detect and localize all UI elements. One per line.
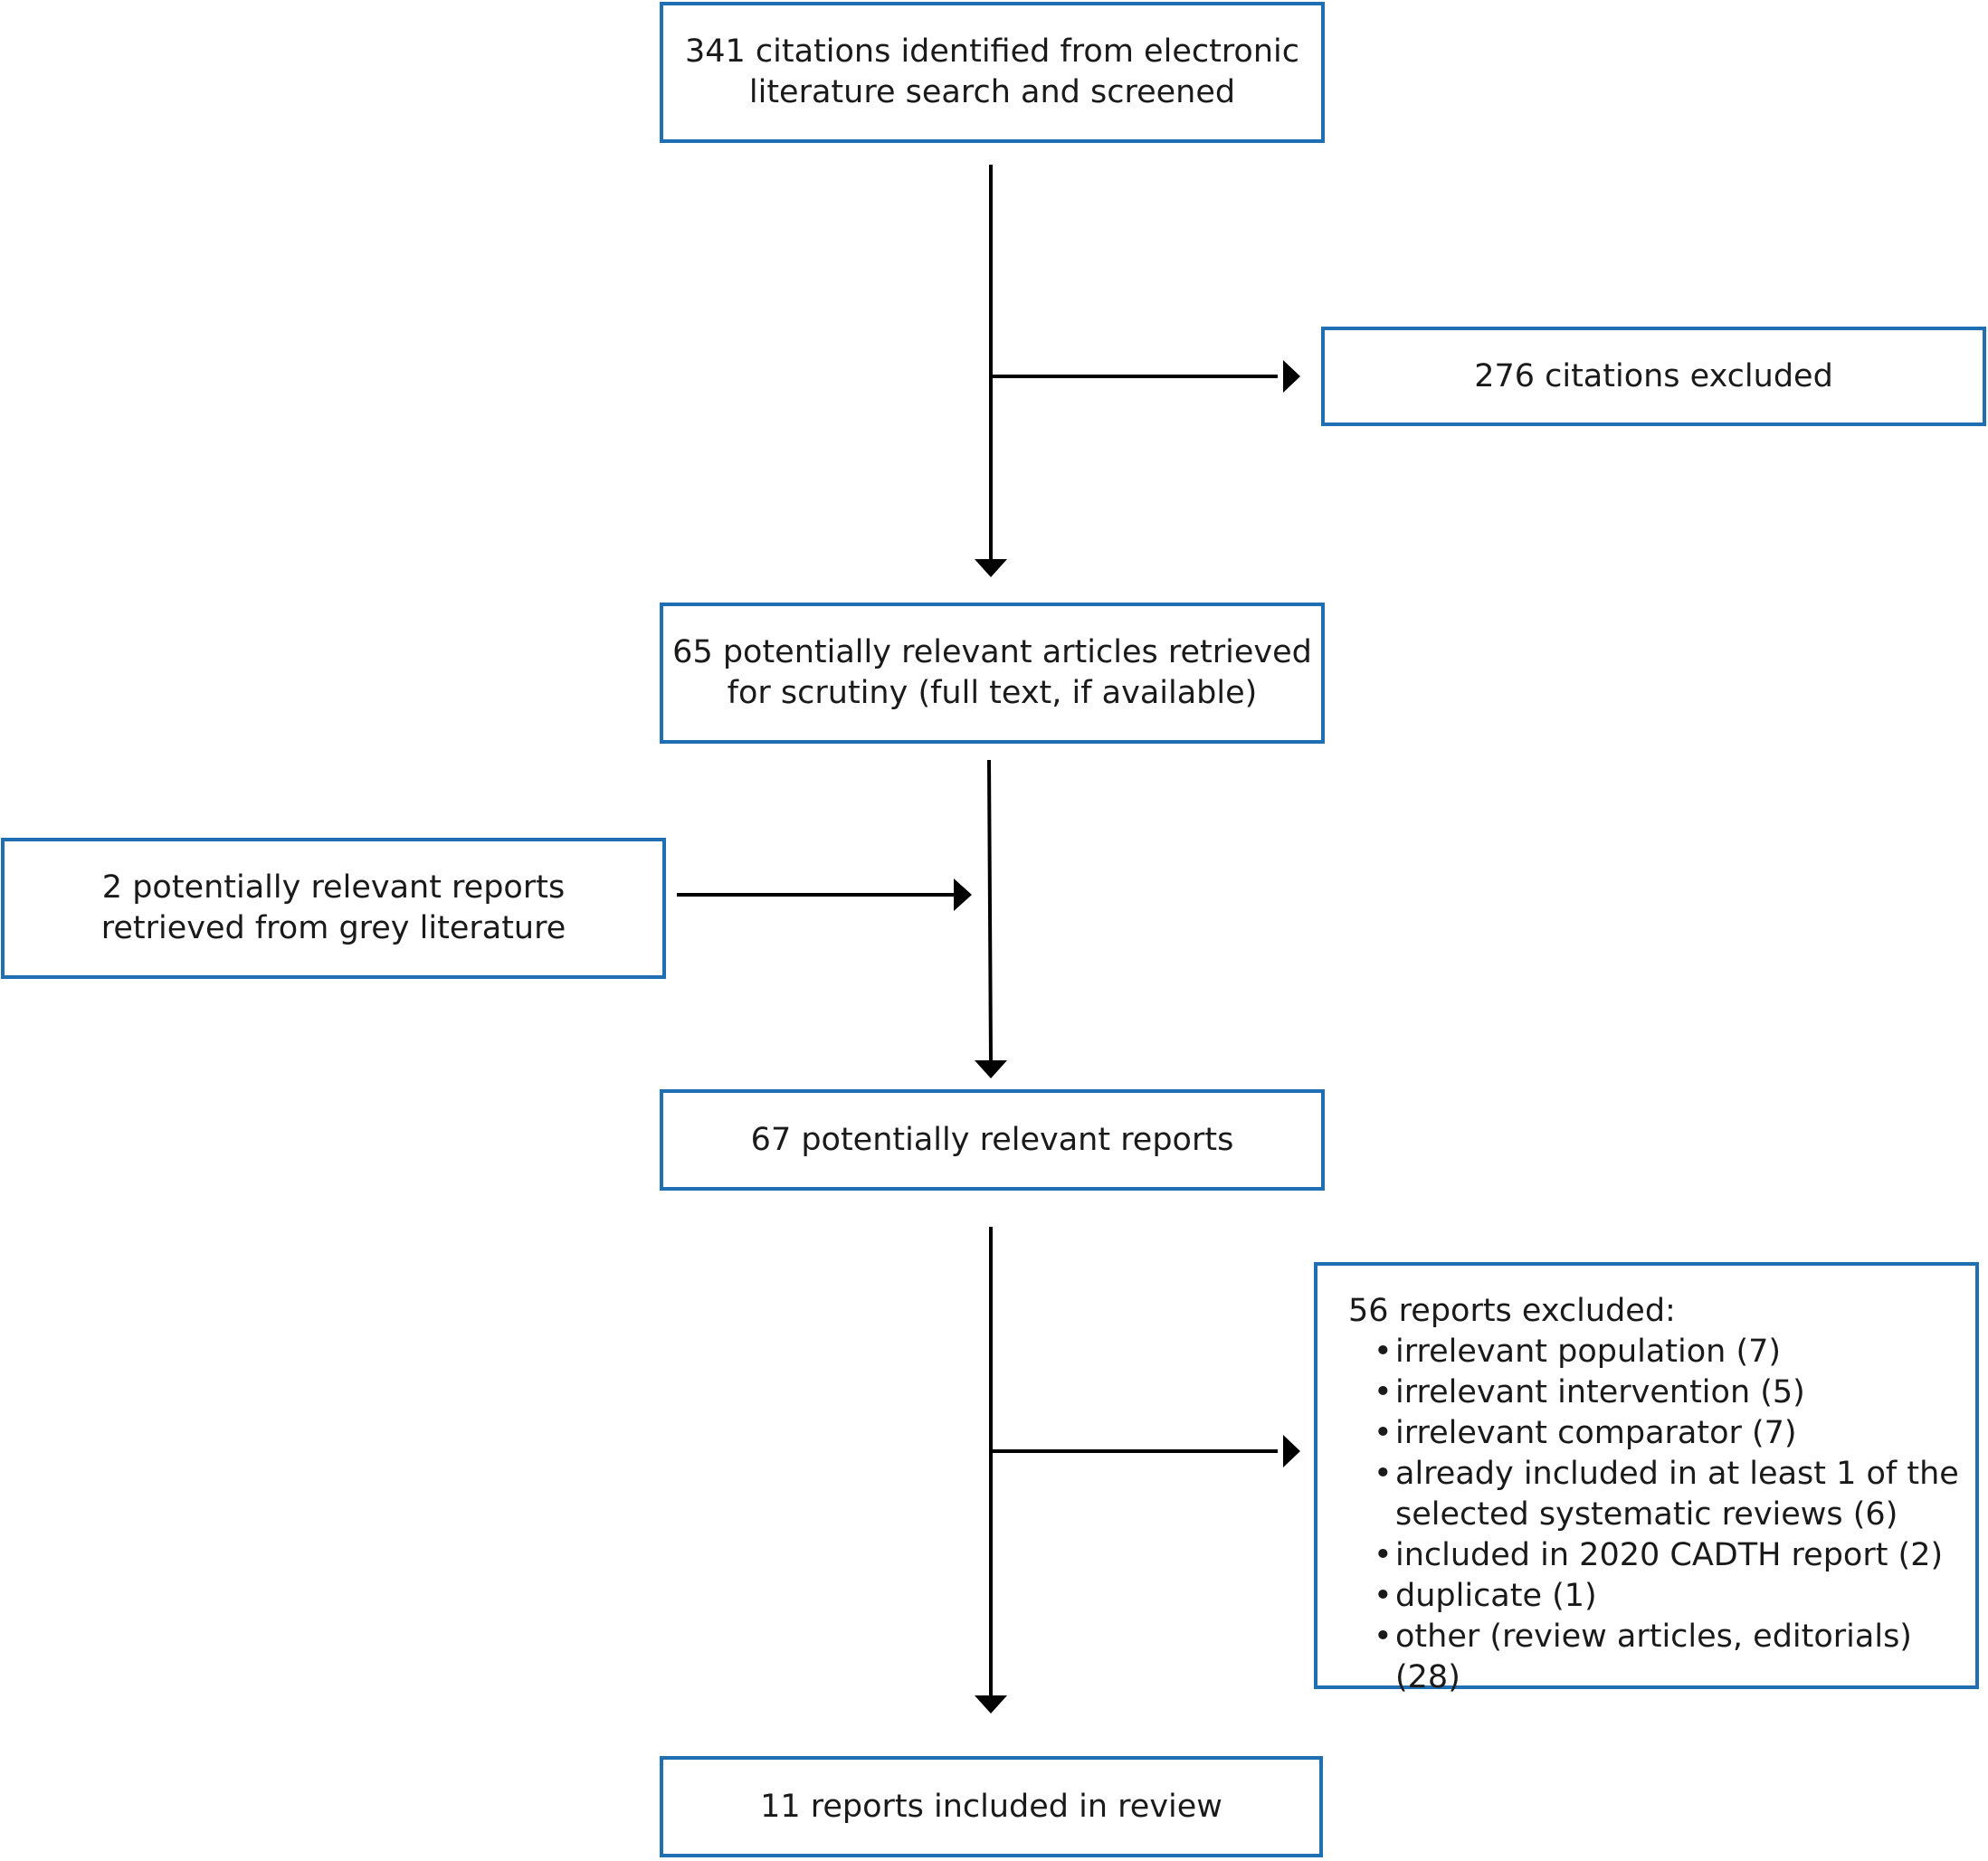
exclusion-reason-text: irrelevant comparator (7) — [1395, 1415, 1797, 1451]
reports-excluded-title: 56 reports excluded: — [1348, 1293, 1676, 1329]
arrowhead-to-citations-excluded — [1283, 360, 1300, 393]
exclusion-reason-text: duplicate (1) — [1395, 1578, 1597, 1614]
reports-included-text: 11 reports included in review — [760, 1788, 1222, 1825]
bullet-icon: • — [1374, 1578, 1393, 1614]
arrowhead-to-retrieved — [975, 559, 1007, 577]
exclusion-reason-text: other (review articles, editorials) (28) — [1395, 1619, 1912, 1695]
articles-retrieved-box: 65 potentially relevant articles retriev… — [660, 603, 1325, 744]
grey-literature-box: 2 potentially relevant reports retrieved… — [1, 838, 666, 979]
exclusion-reason-text: already included in at least 1 of the — [1395, 1456, 1959, 1492]
exclusion-reason-item: • irrelevant population (7) — [1374, 1332, 1975, 1372]
exclusion-reason-text: irrelevant population (7) — [1395, 1334, 1782, 1370]
text-line: for scrutiny (full text, if available) — [727, 675, 1258, 711]
exclusion-reason-text: included in 2020 CADTH report (2) — [1395, 1537, 1944, 1573]
exclusion-reason-text: selected systematic reviews (6) — [1395, 1496, 1898, 1533]
bullet-icon: • — [1374, 1334, 1393, 1370]
potentially-relevant-reports-text: 67 potentially relevant reports — [750, 1121, 1234, 1158]
arrowhead-to-main-line — [954, 878, 972, 911]
exclusion-reason-item: • irrelevant intervention (5) — [1374, 1372, 1975, 1413]
arrowhead-to-reports — [975, 1060, 1007, 1078]
reports-included-box: 11 reports included in review — [660, 1756, 1323, 1857]
reports-excluded-box: 56 reports excluded: • irrelevant popula… — [1314, 1262, 1979, 1695]
arrowhead-to-included — [975, 1695, 1007, 1714]
bullet-icon: • — [1374, 1374, 1393, 1410]
text-line: retrieved from grey literature — [100, 910, 566, 946]
bullet-icon: • — [1374, 1415, 1393, 1451]
grey-literature-text: 2 potentially relevant reports retrieved… — [101, 868, 566, 949]
text-line: 341 citations identified from electronic — [684, 33, 1299, 70]
bullet-icon: • — [1374, 1456, 1393, 1492]
exclusion-reason-item: • included in 2020 CADTH report (2) — [1374, 1535, 1975, 1576]
exclusion-reason-item: • irrelevant comparator (7) — [1374, 1413, 1975, 1454]
reports-excluded-content: 56 reports excluded: • irrelevant popula… — [1348, 1291, 1975, 1698]
arrowhead-to-reports-excluded — [1283, 1435, 1300, 1467]
text-line: literature search and screened — [748, 74, 1236, 110]
exclusion-reason-text: irrelevant intervention (5) — [1395, 1374, 1805, 1410]
citations-identified-text: 341 citations identified from electronic… — [685, 32, 1299, 113]
text-line: 65 potentially relevant articles retriev… — [672, 634, 1312, 670]
bullet-icon: • — [1374, 1619, 1393, 1655]
text-line: 2 potentially relevant reports — [101, 869, 566, 906]
exclusion-reasons-list: • irrelevant population (7) • irrelevant… — [1348, 1332, 1975, 1698]
potentially-relevant-reports-box: 67 potentially relevant reports — [660, 1089, 1325, 1191]
citations-identified-box: 341 citations identified from electronic… — [660, 2, 1325, 143]
exclusion-reason-item: • already included in at least 1 of the … — [1374, 1454, 1975, 1535]
citations-excluded-box: 276 citations excluded — [1321, 327, 1986, 426]
exclusion-reason-item: • other (review articles, editorials) (2… — [1374, 1617, 1975, 1698]
articles-retrieved-text: 65 potentially relevant articles retriev… — [672, 632, 1312, 714]
connector-retrieved-to-reports — [987, 759, 993, 1061]
citations-excluded-text: 276 citations excluded — [1474, 357, 1833, 394]
bullet-icon: • — [1374, 1537, 1393, 1573]
exclusion-reason-item: • duplicate (1) — [1374, 1576, 1975, 1617]
